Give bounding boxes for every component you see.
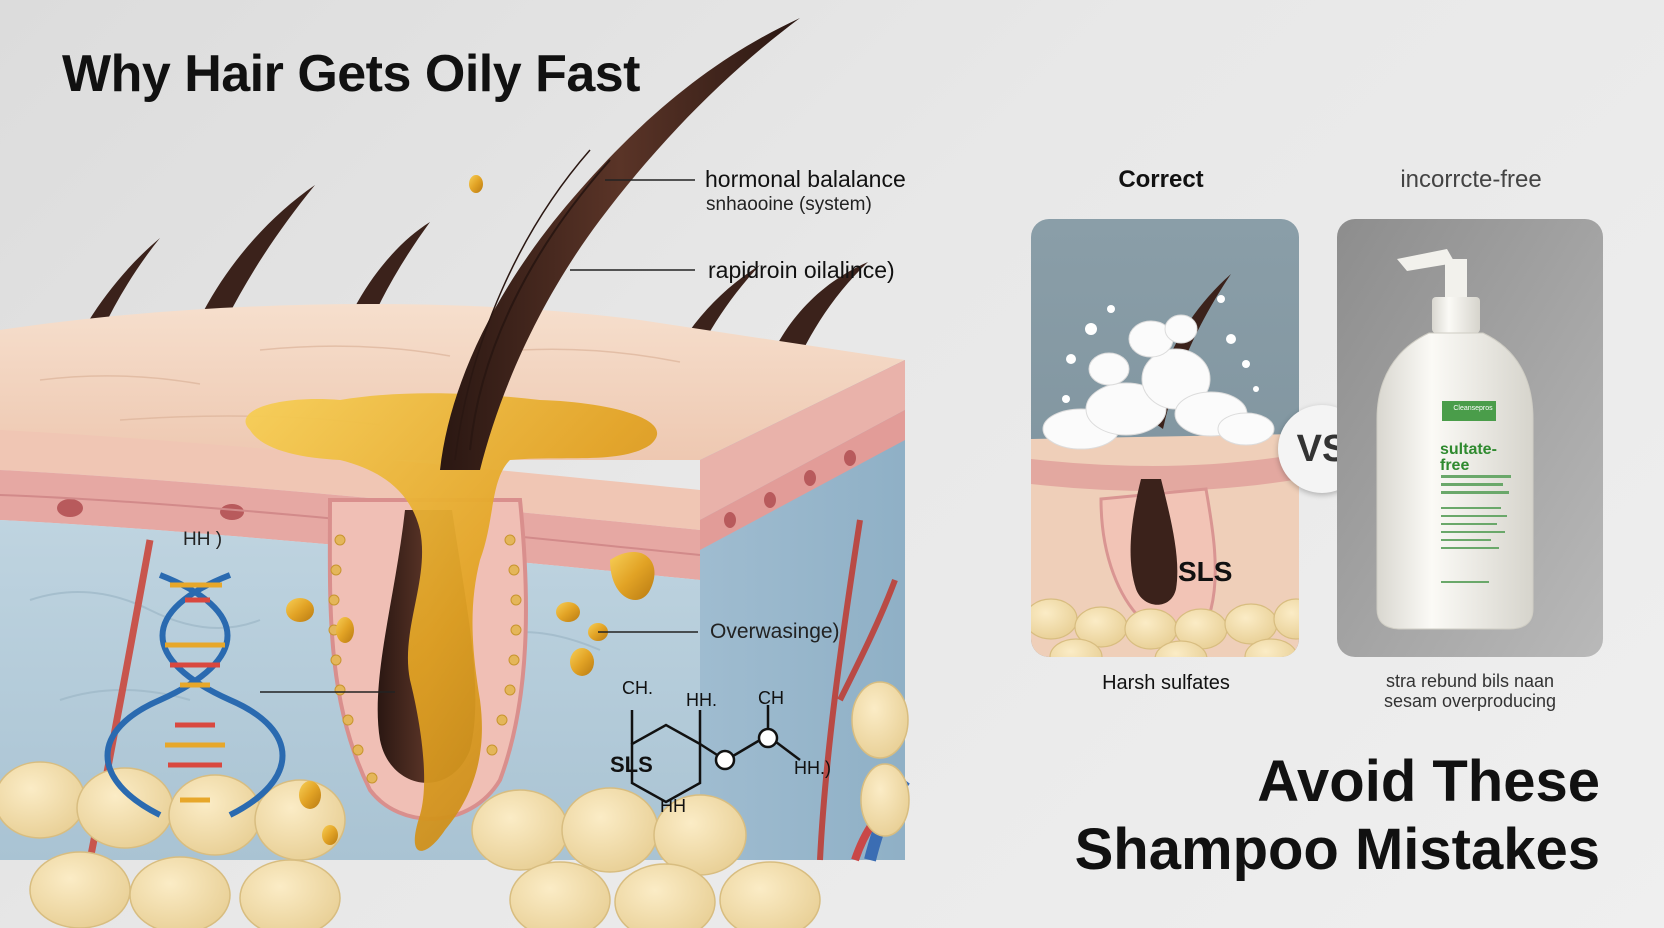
chem-label-ch-right: CH xyxy=(758,688,784,708)
sulfate-free-panel xyxy=(1337,219,1603,657)
pump-nozzle xyxy=(1397,249,1455,271)
epidermis-top xyxy=(0,303,905,460)
callout-leaders xyxy=(260,179,698,693)
callout-hormonal-sub: snhaooine (system) xyxy=(706,194,872,215)
chem-ring-label: SLS xyxy=(610,752,653,777)
harsh-sulfate-panel xyxy=(1031,219,1299,657)
bottle-label-main: sultate-free xyxy=(1440,441,1497,474)
bottle-label-top: Cleansepros xyxy=(1453,405,1493,412)
skin-cross-section-illustration xyxy=(0,18,910,928)
dna-helix-icon xyxy=(104,572,286,818)
callout-hormonal-balance: hormonal balalance xyxy=(705,166,906,192)
heading-incorrect: incorrcte-free xyxy=(1400,166,1542,193)
bottom-title-line1: Avoid These xyxy=(1257,749,1600,814)
chem-label-ch-left: CH. xyxy=(622,678,653,698)
callout-overwashing: Overwasinge) xyxy=(710,620,840,643)
fat-layer xyxy=(0,681,910,928)
caption-harsh-sulfates: Harsh sulfates xyxy=(1102,672,1230,694)
heading-correct: Correct xyxy=(1118,166,1204,193)
bottom-title: Avoid These Shampoo Mistakes xyxy=(1075,748,1600,884)
callout-hh: HH ) xyxy=(183,529,223,550)
callout-rapid-oil: rapidroin oilalince) xyxy=(708,257,895,283)
bottom-title-line2: Shampoo Mistakes xyxy=(1074,817,1600,882)
sls-panel-label: SLS xyxy=(1178,556,1233,587)
chem-label-hh-mid: HH. xyxy=(686,690,717,710)
chem-label-hh-right: HH.) xyxy=(794,758,831,778)
bottle-body xyxy=(1376,332,1534,630)
caption-right-line2: sesam overproducing xyxy=(1383,691,1557,711)
sebum-oil xyxy=(245,393,658,851)
epidermis-layer xyxy=(0,430,700,530)
caption-right-line1: stra rebund bils naan xyxy=(1385,671,1555,691)
oil-droplets xyxy=(286,175,655,845)
main-hair-strand xyxy=(440,18,800,470)
sebaceous-cells xyxy=(328,534,522,784)
sls-molecule-diagram xyxy=(630,705,801,804)
main-title: Why Hair Gets Oily Fast xyxy=(62,45,641,103)
chem-label-h-bottom: HH xyxy=(660,796,686,816)
